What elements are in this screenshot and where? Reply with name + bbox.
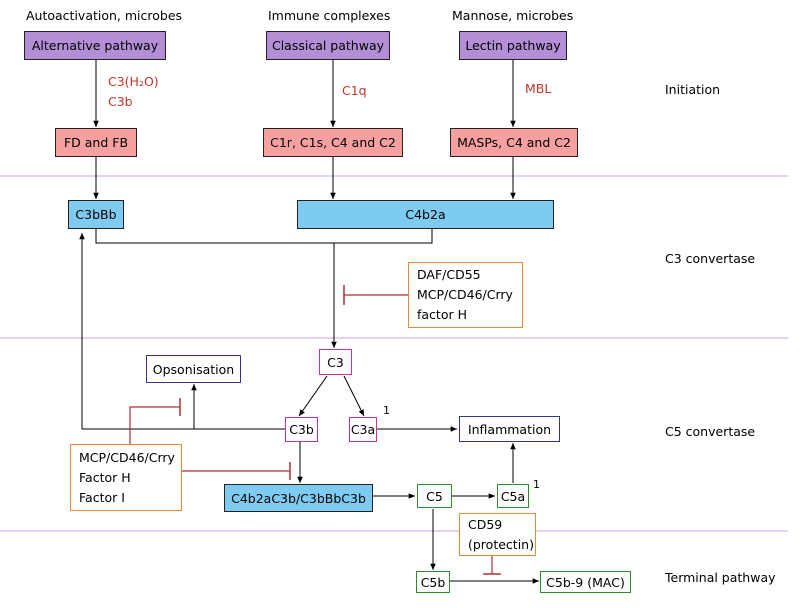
masps-c4-c2-box: MASPs, C4 and C2 bbox=[450, 128, 578, 157]
c3a-box: C3a bbox=[349, 417, 377, 442]
c3-box: C3 bbox=[319, 349, 352, 375]
regulator-cd59: CD59 bbox=[468, 516, 503, 532]
arrow-c3-to-c3a bbox=[343, 375, 365, 417]
arrow-c3b-feedback bbox=[79, 233, 286, 430]
regulator-protectin: (protectin) bbox=[468, 536, 534, 552]
mac-box: C5b-9 (MAC) bbox=[540, 571, 631, 593]
activator-c1q: C1q bbox=[342, 83, 367, 98]
c5-box: C5 bbox=[417, 484, 452, 508]
regulator-mcp: MCP/CD46/Crry bbox=[417, 287, 513, 302]
stage-c5-convertase: C5 convertase bbox=[665, 424, 756, 439]
c5-convertase-box: C4b2aC3b/C3bBbC3b bbox=[224, 484, 373, 512]
classical-pathway-box: Classical pathway bbox=[266, 31, 390, 60]
c3b-box: C3b bbox=[285, 417, 318, 442]
arrow-c3-to-c3b bbox=[298, 375, 328, 417]
inhibit-opsonisation bbox=[129, 406, 180, 444]
fd-fb-box: FD and FB bbox=[55, 128, 137, 157]
stage-initiation: Initiation bbox=[665, 82, 721, 97]
lectin-pathway-box: Lectin pathway bbox=[459, 31, 567, 60]
c4b2a-box: C4b2a bbox=[297, 200, 554, 229]
activator-mbl: MBL bbox=[525, 81, 552, 96]
c5a-box: C5a bbox=[497, 484, 529, 508]
alternative-pathway-box: Alternative pathway bbox=[24, 31, 166, 60]
header-lectin: Mannose, microbes bbox=[452, 8, 574, 23]
activator-c3b: C3b bbox=[108, 94, 133, 109]
regulator-factor-i: Factor I bbox=[79, 489, 125, 505]
header-alternative: Autoactivation, microbes bbox=[26, 8, 183, 23]
cd59-box: CD59 (protectin) bbox=[459, 513, 536, 556]
c1-c4-c2-box: C1r, C1s, C4 and C2 bbox=[263, 128, 403, 157]
opsonisation-box: Opsonisation bbox=[146, 355, 241, 383]
c3-regulators-box: DAF/CD55 MCP/CD46/Crry factor H bbox=[408, 262, 523, 328]
c3bbb-box: C3bBb bbox=[68, 200, 124, 229]
regulator-mcp-lower: MCP/CD46/Crry bbox=[79, 449, 175, 465]
regulator-daf: DAF/CD55 bbox=[417, 267, 481, 282]
activator-c3h2o: C3(H₂O) bbox=[108, 74, 159, 89]
inflammation-box: Inflammation bbox=[459, 416, 560, 442]
header-classical: Immune complexes bbox=[268, 8, 391, 23]
connector-convertase-merge bbox=[95, 229, 433, 244]
regulator-factor-h-lower: Factor H bbox=[79, 469, 131, 485]
c5b-box: C5b bbox=[416, 571, 450, 593]
c5a-superscript: 1 bbox=[533, 478, 540, 491]
regulator-factor-h: factor H bbox=[417, 307, 467, 322]
c3a-superscript: 1 bbox=[383, 404, 390, 417]
stage-c3-convertase: C3 convertase bbox=[665, 251, 756, 266]
c3b-regulators-box: MCP/CD46/Crry Factor H Factor I bbox=[70, 444, 182, 511]
stage-terminal: Terminal pathway bbox=[665, 570, 776, 585]
